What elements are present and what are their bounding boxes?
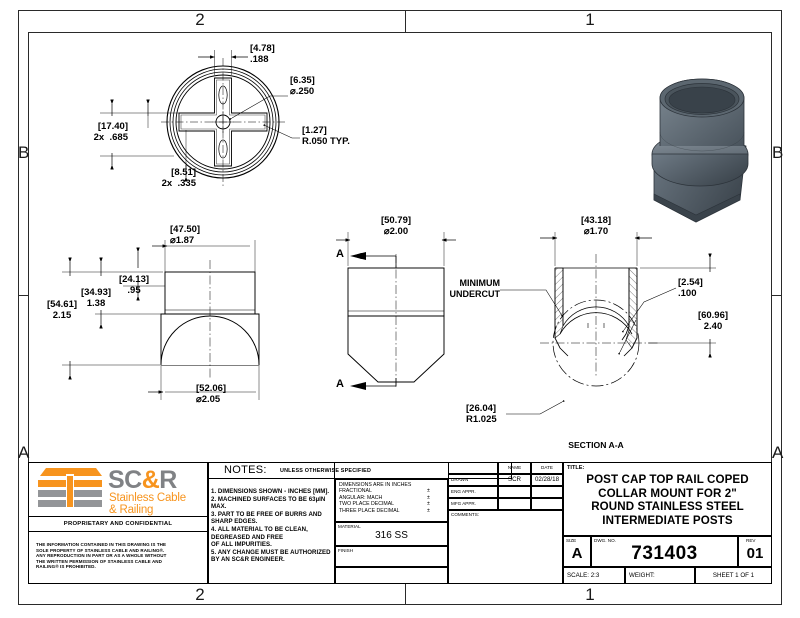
section-mark-a-top: A <box>336 248 344 260</box>
title-label: TITLE: <box>567 465 585 471</box>
sheet-cell <box>695 567 772 584</box>
approvals-name-header <box>498 462 531 474</box>
zone-divider-left <box>18 295 28 296</box>
notes-subheading: UNLESS OTHERWISE SPECIFIED <box>280 468 372 474</box>
dimension-34-93: [34.93] 1.38 <box>80 287 112 309</box>
approvals-row2-label: MFG APPR. <box>451 501 477 506</box>
weight-cell <box>625 567 695 584</box>
zone-label-bottom-2: 2 <box>195 585 205 604</box>
dimension-17-40: [17.40] 2x .685 <box>93 121 128 143</box>
weight-value: WEIGHT: <box>629 572 655 579</box>
zone-label-top-2: 2 <box>195 10 205 29</box>
size-value: A <box>571 545 583 562</box>
logo-wordmark: SC&R <box>108 466 177 494</box>
size-label: SIZE <box>566 538 577 543</box>
dimension-prefix-2x: 2x <box>93 131 105 143</box>
zone-label-bottom-1: 1 <box>585 585 595 604</box>
proprietary-body: THE INFORMATION CONTAINED IN THIS DRAWIN… <box>36 542 167 569</box>
finish-value-cell <box>335 567 448 584</box>
rev-cell <box>738 536 772 567</box>
dimension-47-50: [47.50] ⌀1.87 <box>170 224 201 246</box>
section-aa-caption: SECTION A-A <box>568 440 624 450</box>
company-logo: SC&R Stainless Cable & Railing <box>36 466 204 520</box>
scale-value: SCALE: 2:3 <box>567 572 600 579</box>
dimension-1-27: [1.27] R.050 TYP. <box>302 125 350 147</box>
approvals-row0-name-cell <box>498 474 531 486</box>
title-cell <box>563 462 772 536</box>
material-cell <box>335 522 448 546</box>
zone-label-left-b: B <box>18 143 30 162</box>
comments-cell <box>448 510 563 584</box>
proprietary-heading: PROPRIETARY AND CONFIDENTIAL <box>63 521 173 527</box>
logo-subtitle-line2: & Railing <box>109 504 154 516</box>
section-mark-a-bottom: A <box>336 378 344 390</box>
approvals-row0-label: DRAWN <box>451 477 469 482</box>
finish-label: FINISH <box>338 548 354 553</box>
dwgno-cell <box>591 536 738 567</box>
proprietary-heading-cell <box>28 516 208 532</box>
logo-subtitle-line1: Stainless Cable <box>109 492 186 504</box>
tolerance-block: DIMENSIONS ARE IN INCHES FRACTIONAL± ANG… <box>339 482 445 514</box>
dimension-4-78: [4.78] .188 <box>250 43 275 65</box>
comments-label: COMMENTS: <box>451 512 480 517</box>
approvals-date-header <box>531 462 563 474</box>
dwgno-label: DWG. NO. <box>594 538 616 543</box>
approvals-row0-label-cell <box>448 474 498 486</box>
approvals-row0-date: 02/28/18 <box>534 476 560 483</box>
scale-cell <box>563 567 625 584</box>
approvals-row0-date-cell <box>531 474 563 486</box>
material-label: MATERIAL <box>338 524 361 529</box>
approvals-row1-label-cell <box>448 486 498 498</box>
dwgno-value: 731403 <box>631 543 698 564</box>
zone-divider-bottom <box>405 584 406 605</box>
approvals-row2-label-cell <box>448 498 498 510</box>
title-text: POST CAP TOP RAIL COPED COLLAR MOUNT FOR… <box>586 473 749 527</box>
notes-header-cell <box>208 462 512 479</box>
notes-heading: NOTES: <box>224 464 267 476</box>
finish-cell <box>335 546 448 567</box>
title-block: PROPRIETARY AND CONFIDENTIAL THE INFORMA… <box>28 462 772 584</box>
approvals-row1-date-cell <box>531 486 563 498</box>
material-value: 316 SS <box>375 530 408 541</box>
dimension-2-54: [2.54] .100 <box>678 277 703 299</box>
approvals-date-label: DATE <box>541 465 553 470</box>
rev-label: REV <box>746 538 756 543</box>
size-cell <box>563 536 591 567</box>
zone-divider-right <box>772 295 782 296</box>
dimension-26-04: [26.04] R1.025 <box>466 403 497 425</box>
approvals-row2-date-cell <box>531 498 563 510</box>
rev-value: 01 <box>746 545 764 562</box>
dimension-prefix-2x-b: 2x <box>161 177 173 189</box>
approvals-row0-name: SCR <box>507 476 522 483</box>
dimension-43-18: [43.18] ⌀1.70 <box>580 215 612 237</box>
callout-minimum-undercut: MINIMUM UNDERCUT <box>449 278 501 299</box>
dimension-54-61: [54.61] 2.15 <box>46 299 78 321</box>
zone-label-right-a: A <box>772 443 784 462</box>
approvals-row2-name-cell <box>498 498 531 510</box>
dimension-60-96: [60.96] 2.40 <box>697 310 729 332</box>
sheet-value: SHEET 1 OF 1 <box>712 572 755 579</box>
logo-mark-icon <box>38 468 102 509</box>
tolerance-cell <box>335 479 448 522</box>
dimension-52-06: [52.06] ⌀2.05 <box>196 383 227 405</box>
approvals-name-label: NAME <box>507 465 522 470</box>
dimension-24-13: [24.13] .95 <box>118 274 150 296</box>
zone-label-left-a: A <box>18 443 30 462</box>
approvals-row1-name-cell <box>498 486 531 498</box>
zone-divider-top <box>405 10 406 32</box>
zone-label-top-1: 1 <box>585 10 595 29</box>
approvals-blank-corner <box>448 462 498 474</box>
dimension-6-35: [6.35] ⌀.250 <box>290 75 315 97</box>
approvals-row1-label: ENG APPR. <box>451 489 476 494</box>
dimension-50-79: [50.79] ⌀2.00 <box>380 215 412 237</box>
sheet-outer-border <box>18 10 782 605</box>
dimension-8-51: [8.51] 2x .335 <box>161 167 196 189</box>
zone-label-right-b: B <box>772 143 784 162</box>
notes-body: 1. DIMENSIONS SHOWN - INCHES [MM]. 2. MA… <box>211 488 331 564</box>
tolerance-heading: DIMENSIONS ARE IN INCHES <box>339 482 412 488</box>
